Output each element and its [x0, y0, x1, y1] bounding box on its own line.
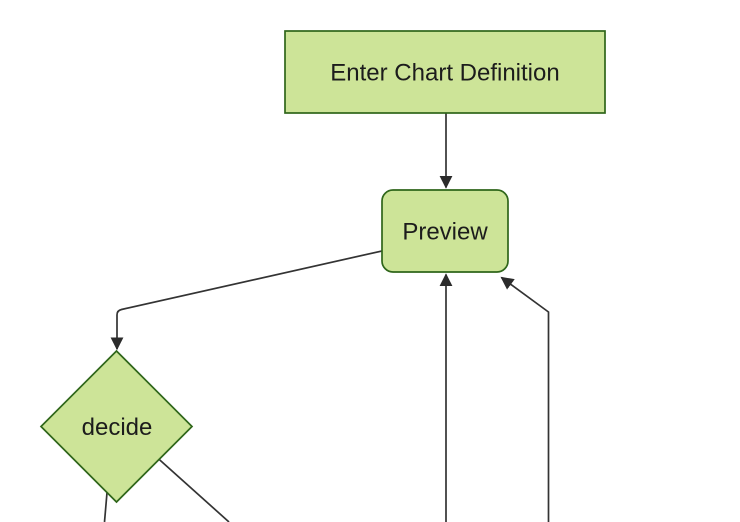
node-group: Enter Chart Definition Preview decide	[39, 30, 606, 504]
node-decide-shape	[39, 349, 194, 504]
node-preview-label: Preview	[402, 219, 488, 246]
node-decide: decide	[39, 349, 194, 504]
node-enter-chart-definition: Enter Chart Definition	[284, 30, 606, 114]
edge-decide-to-offscreen-bottom-right	[151, 452, 230, 522]
edge-preview-to-decide	[110, 249, 385, 351]
node-enter-chart-definition-label: Enter Chart Definition	[330, 60, 559, 87]
node-preview: Preview	[381, 189, 509, 273]
edge-group	[103, 113, 550, 522]
edge-offscreen-right-to-preview	[500, 276, 550, 522]
node-enter-chart-definition-shape	[284, 30, 606, 114]
node-preview-shape	[381, 189, 509, 273]
node-decide-label: decide	[82, 414, 153, 441]
